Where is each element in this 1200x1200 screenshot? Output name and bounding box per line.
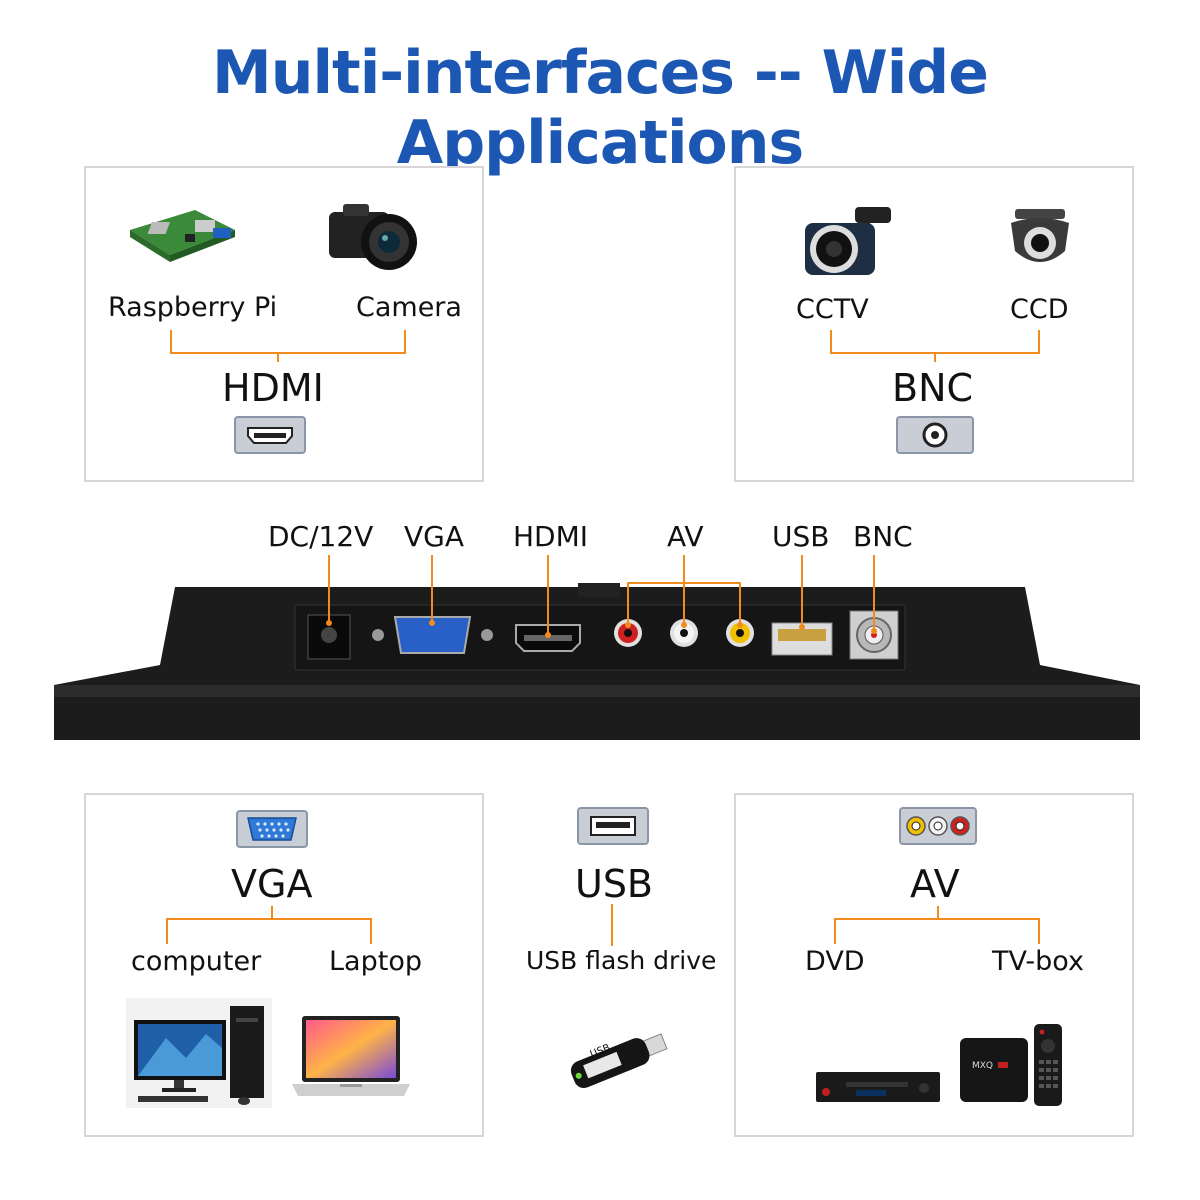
port-label-av: AV: [667, 520, 704, 553]
device-label-tv-box: TV-box: [992, 946, 1084, 977]
bnc-connector-stem: [934, 352, 936, 362]
ccd-dome-camera-icon: [1011, 209, 1069, 262]
av-connector-stem: [937, 906, 939, 919]
bnc-heading: BNC: [892, 366, 974, 410]
device-label-laptop: Laptop: [329, 946, 422, 977]
bnc-connector-bracket: [830, 330, 1040, 354]
vga-connector-bracket: [166, 918, 372, 944]
hdmi-port-icon: [234, 416, 306, 454]
hdmi-heading: HDMI: [222, 366, 324, 410]
av-connector-bracket: [834, 918, 1040, 944]
bnc-port-icon: [896, 416, 974, 454]
usb-heading: USB: [575, 862, 654, 906]
monitor-rear-panel: [54, 555, 1140, 740]
port-label-usb: USB: [772, 520, 830, 553]
usb-flash-drive-icon: USB: [562, 1024, 674, 1098]
av-heading: AV: [910, 862, 960, 906]
usb-connector-stem: [611, 904, 613, 946]
svg-text:MXQ: MXQ: [972, 1061, 993, 1071]
cctv-camera-icon: [805, 207, 891, 275]
hdmi-connector-bracket: [170, 330, 406, 354]
laptop-icon: [292, 1016, 410, 1096]
remote-control-icon: [1034, 1024, 1062, 1106]
dvd-player-icon: [816, 1072, 940, 1102]
device-label-dvd: DVD: [805, 946, 865, 977]
usb-port-icon: [577, 807, 649, 845]
vga-connector-stem: [271, 906, 273, 919]
device-label-usb-flash-drive: USB flash drive: [526, 946, 717, 975]
raspberry-pi-icon: [130, 210, 235, 262]
tv-box-icon: MXQ: [960, 1038, 1028, 1102]
device-label-raspberry-pi: Raspberry Pi: [108, 292, 278, 323]
port-label-dc12v: DC/12V: [268, 520, 374, 553]
port-label-bnc: BNC: [853, 520, 913, 553]
hdmi-connector-stem: [277, 352, 279, 362]
vga-heading: VGA: [231, 862, 313, 906]
device-label-camera: Camera: [356, 292, 462, 323]
device-label-computer: computer: [131, 946, 262, 977]
av-port-icon: [899, 807, 977, 845]
desktop-computer-icon: [126, 998, 272, 1108]
page-title: Multi-interfaces -- Wide Applications: [212, 38, 989, 178]
port-label-hdmi: HDMI: [513, 520, 589, 553]
camera-icon: [329, 204, 417, 270]
port-label-vga: VGA: [404, 520, 465, 553]
vga-port-icon: [236, 810, 308, 848]
device-label-ccd: CCD: [1010, 294, 1069, 325]
device-label-cctv: CCTV: [796, 294, 869, 325]
